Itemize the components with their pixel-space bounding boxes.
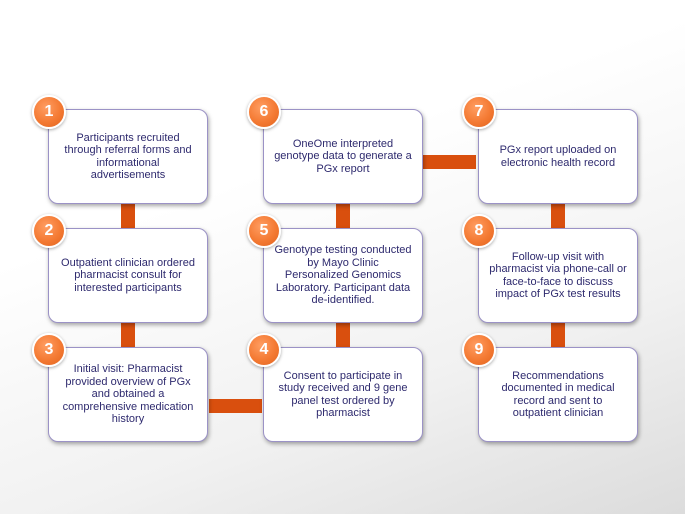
step-box-7: PGx report uploaded on electronic health… — [478, 109, 638, 204]
connector-2-3 — [121, 323, 135, 347]
step-number-badge-1: 1 — [32, 95, 66, 129]
step-text-8: Follow-up visit with pharmacist via phon… — [489, 250, 627, 301]
connector-6-7 — [423, 155, 476, 169]
step-text-6: OneOme interpreted genotype data to gene… — [274, 137, 412, 175]
step-text-3: Initial visit: Pharmacist provided overv… — [62, 363, 194, 426]
step-box-5: Genotype testing conducted by Mayo Clini… — [263, 228, 423, 323]
step-text-1: Participants recruited through referral … — [64, 131, 192, 182]
connector-4-5 — [336, 323, 350, 347]
step-number-badge-3: 3 — [32, 333, 66, 367]
step-box-3: Initial visit: Pharmacist provided overv… — [48, 347, 208, 442]
connector-3-4 — [209, 399, 262, 413]
step-box-2: Outpatient clinician ordered pharmacist … — [48, 228, 208, 323]
step-number-badge-6: 6 — [247, 95, 281, 129]
connector-1-2 — [121, 204, 135, 228]
step-box-9: Recommendations documented in medical re… — [478, 347, 638, 442]
step-text-5: Genotype testing conducted by Mayo Clini… — [274, 244, 412, 307]
step-number-badge-4: 4 — [247, 333, 281, 367]
step-text-4: Consent to participate in study received… — [278, 369, 408, 420]
connector-8-9 — [551, 323, 565, 347]
step-box-6: OneOme interpreted genotype data to gene… — [263, 109, 423, 204]
step-number-badge-7: 7 — [462, 95, 496, 129]
step-text-2: Outpatient clinician ordered pharmacist … — [61, 256, 195, 294]
step-number-badge-8: 8 — [462, 214, 496, 248]
step-box-8: Follow-up visit with pharmacist via phon… — [478, 228, 638, 323]
step-text-7: PGx report uploaded on electronic health… — [499, 144, 617, 169]
step-number-badge-5: 5 — [247, 214, 281, 248]
connector-7-8 — [551, 204, 565, 228]
step-box-4: Consent to participate in study received… — [263, 347, 423, 442]
step-number-badge-2: 2 — [32, 214, 66, 248]
connector-5-6 — [336, 204, 350, 228]
step-text-9: Recommendations documented in medical re… — [501, 369, 615, 420]
step-number-badge-9: 9 — [462, 333, 496, 367]
step-box-1: Participants recruited through referral … — [48, 109, 208, 204]
